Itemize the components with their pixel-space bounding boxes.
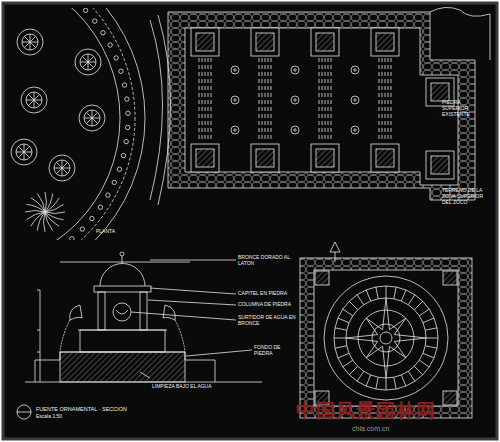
callout: CAPITEL EN PIEDRA bbox=[238, 291, 287, 297]
watermark: chla.com.cn bbox=[352, 425, 389, 433]
callout: COLUMNA DE PIEDRA bbox=[238, 302, 291, 308]
scale: Escala 1:50 bbox=[36, 414, 62, 420]
callout: LIMPIEZA BAJO EL AGUA bbox=[152, 384, 212, 390]
note: TERRENO DE LA ZONA SUPERIOR DEL ZOCO bbox=[442, 188, 492, 205]
callout: BRONCE DORADO AL LATON bbox=[238, 255, 298, 267]
fountain-plan bbox=[150, 7, 490, 205]
drawing-title: FUENTE ORNAMENTAL - SECCION bbox=[36, 406, 127, 412]
circular-plaza-plan bbox=[8, 8, 145, 240]
callout: FONDO DE PIEDRA bbox=[254, 345, 294, 357]
fountain-section bbox=[17, 252, 262, 419]
frame bbox=[3, 3, 497, 439]
watermark: 中国风景园林网 bbox=[296, 400, 436, 422]
callout: SURTIDOR DE AGUA EN BRONCE bbox=[238, 315, 298, 327]
fountain-square-plan bbox=[300, 242, 472, 418]
note: PIEDRA SUPERIOR EXISTENTE bbox=[442, 100, 486, 117]
view-title: PLANTA bbox=[96, 229, 115, 235]
